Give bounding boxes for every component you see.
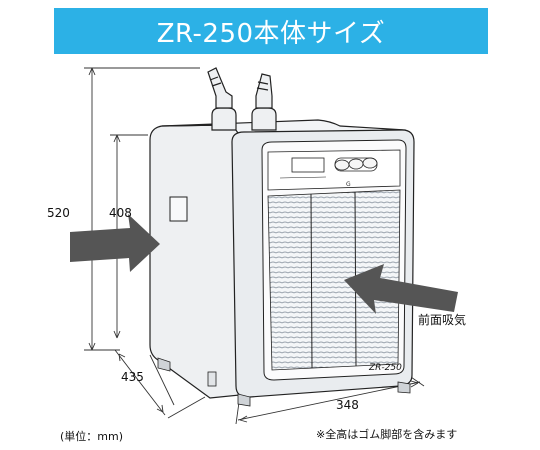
front-intake-arrow xyxy=(344,264,458,314)
svg-text:G: G xyxy=(346,181,351,188)
side-intake-arrow xyxy=(70,214,160,272)
title-banner: ZR-250本体サイズ xyxy=(54,8,488,54)
unit-note: (単位：mm) xyxy=(60,430,124,443)
page-title: ZR-250本体サイズ xyxy=(156,18,386,49)
dimension-depth: 435 xyxy=(121,370,144,384)
product-label: ZR-250 xyxy=(369,363,402,373)
airflow-arrows xyxy=(70,214,458,314)
height-note: ※全高はゴム脚部を含みます xyxy=(316,428,458,441)
dimension-height-total: 520 xyxy=(47,206,70,220)
front-intake-label: 前面吸気 xyxy=(418,313,467,327)
hose-fittings xyxy=(207,67,277,131)
dimension-height-body: 408 xyxy=(109,206,132,220)
dimension-width: 348 xyxy=(336,398,359,412)
chiller-unit: G xyxy=(149,119,415,407)
